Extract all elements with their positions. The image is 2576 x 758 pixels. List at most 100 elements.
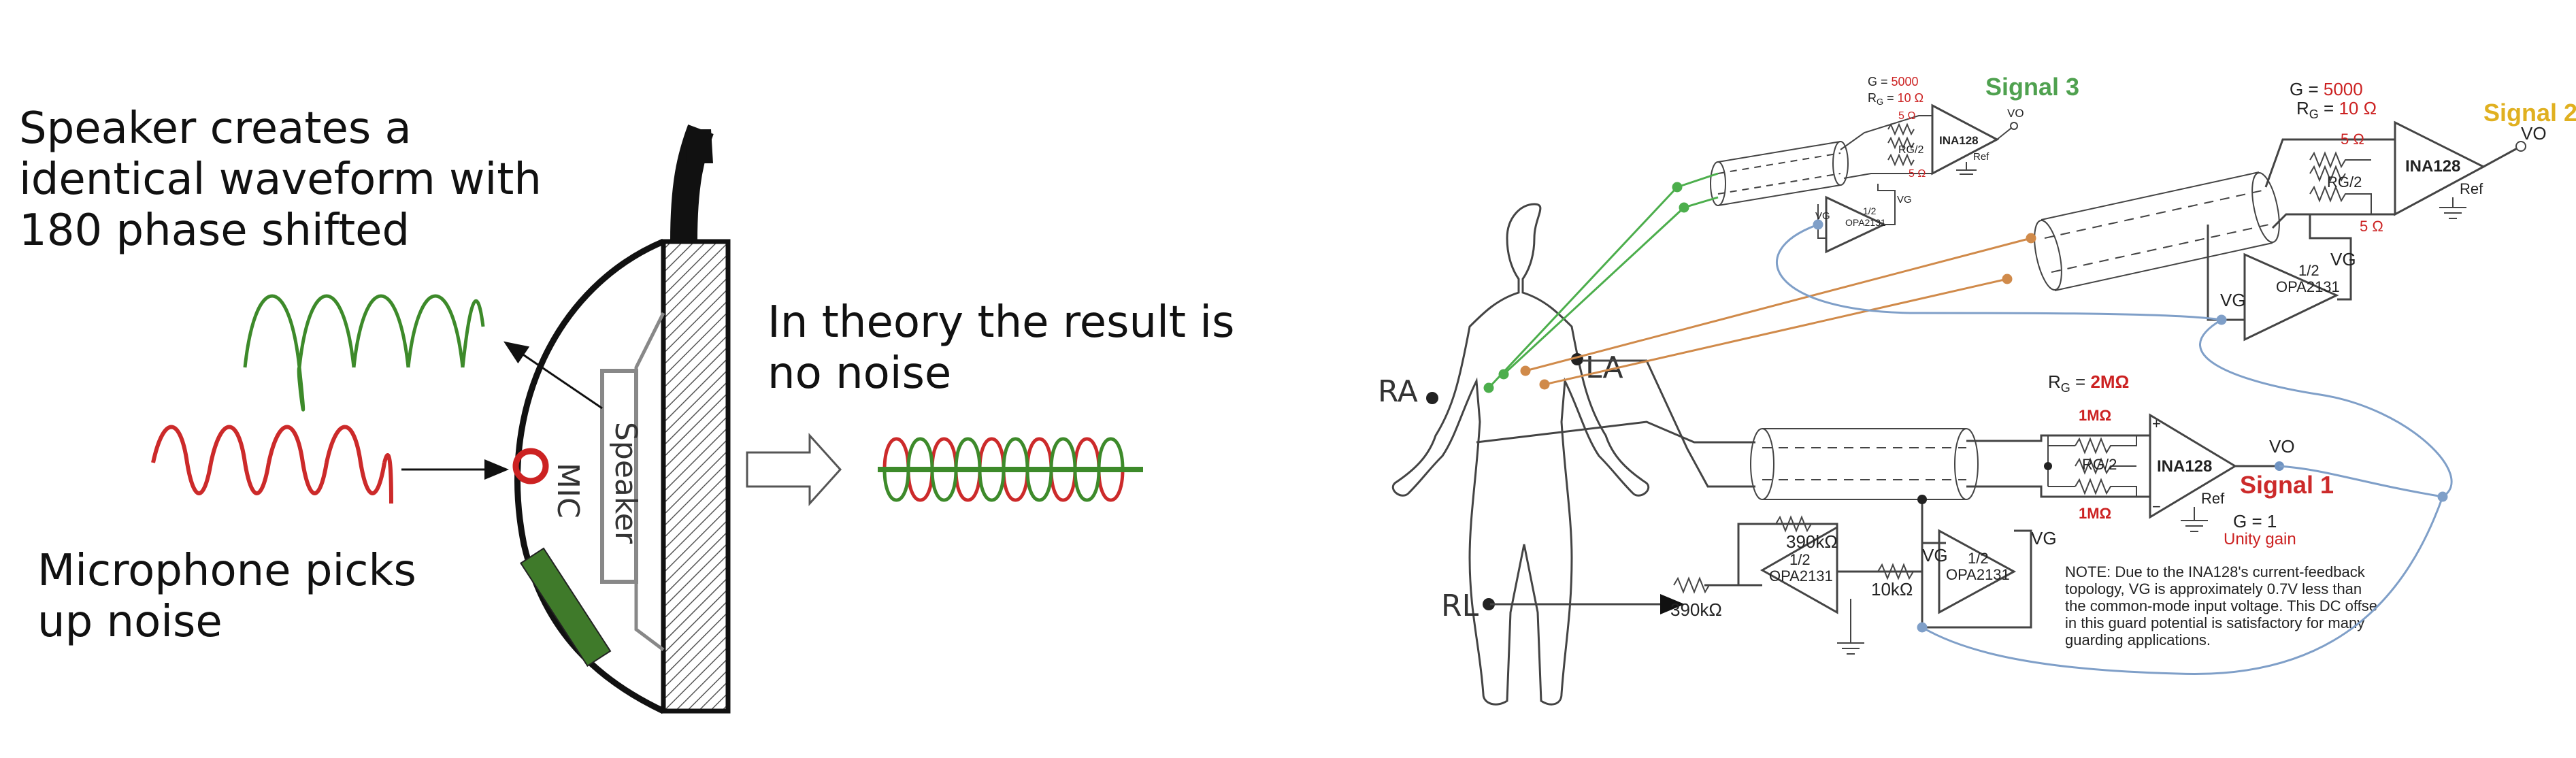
ra-electrode xyxy=(1426,392,1438,404)
la-lead-wire xyxy=(1582,359,1755,488)
rl-electrode xyxy=(1483,598,1495,610)
body-silhouette xyxy=(1392,203,1649,706)
signal2-r-top: 5 Ω xyxy=(2341,131,2364,148)
signal2-guard-wires xyxy=(2207,214,2352,321)
resistor-r2 xyxy=(1673,576,1710,594)
signal3-rg2: RG/2 xyxy=(1898,144,1923,156)
mic-label: MIC xyxy=(550,463,585,518)
signal3-input-wires xyxy=(1840,115,1932,179)
signal3-green-leads xyxy=(1483,172,1719,393)
speaker-output-arrow xyxy=(503,341,603,410)
signal1-label: Signal 1 xyxy=(2240,471,2334,499)
signal3-vg-out: VG xyxy=(1897,194,1912,205)
signal3-output-node xyxy=(2010,122,2018,130)
speaker-label: Speaker xyxy=(608,422,643,544)
signal3-r-bottom: 5 Ω xyxy=(1909,168,1926,180)
signal3-label: Signal 3 xyxy=(1985,73,2079,101)
signal2-output-wire xyxy=(2483,145,2522,168)
guard-vg: VG xyxy=(1922,545,1948,565)
speaker-body xyxy=(600,369,638,584)
mic-caption: Microphone picks up noise xyxy=(37,546,430,647)
signal3-vg: VG xyxy=(1815,210,1830,222)
rl-label: RL xyxy=(1441,589,1479,623)
signal2-guard-opamp xyxy=(2243,252,2339,342)
signal2-ref: Ref xyxy=(2460,180,2483,197)
ecg-circuit-panel: RA LA RL 1MΩ 1MΩ RG/2 RG = 2M xyxy=(1378,73,2576,706)
anti-noise-wave xyxy=(243,294,485,412)
resistor-r1 xyxy=(1775,515,1812,533)
guard-note: NOTE: Due to the INA128's current-feedba… xyxy=(2065,563,2381,648)
signal1-input-wires xyxy=(1966,434,2150,498)
signal2-output-node xyxy=(2515,141,2526,152)
signal2-shielded-cable xyxy=(2034,171,2280,291)
signal2-g: G = 5000 xyxy=(2290,79,2363,99)
signal3-ref: Ref xyxy=(1973,151,1989,163)
result-arrow xyxy=(746,433,842,506)
guard-wire xyxy=(1921,499,1946,627)
signal2-rg: RG = 10 Ω xyxy=(2296,98,2377,121)
cancelled-waves xyxy=(878,437,1143,502)
signal1-ref: Ref xyxy=(2201,490,2225,507)
signal2-label: Signal 2 xyxy=(2483,99,2576,127)
signal2-vg-out: VG xyxy=(2330,249,2356,269)
signal2-input-wires xyxy=(2264,138,2395,229)
signal3-guard-wires xyxy=(1817,184,1896,239)
signal2-orange-leads xyxy=(1520,233,2036,390)
signal2-chip: INA128 xyxy=(2405,157,2460,176)
signal1-r-top: 1MΩ xyxy=(2079,407,2111,424)
signal3-vo: VO xyxy=(2007,107,2024,120)
ra-label: RA xyxy=(1378,374,1418,409)
signal3-amplifier xyxy=(1931,103,2000,176)
signal3-rg: RG = 10 Ω xyxy=(1868,91,1923,107)
signal3-gain-network xyxy=(1887,122,1915,167)
guard-feedback xyxy=(1922,529,2032,629)
signal3-g: G = 5000 xyxy=(1868,75,1919,88)
signal1-shielded-cable xyxy=(1750,428,1979,500)
signal1-rg2: RG/2 xyxy=(2082,456,2117,473)
headband-plate xyxy=(661,239,731,714)
microphone-icon xyxy=(512,448,549,484)
anc-headphone-panel: Speaker creates a identical waveform wit… xyxy=(19,103,1249,714)
ear-cup-outline xyxy=(514,238,665,714)
signal1-gain-note: Unity gain xyxy=(2224,530,2296,548)
signal1-r-bottom: 1MΩ xyxy=(2079,505,2111,522)
rl-feedback xyxy=(1737,523,1878,585)
signal2-amplifier xyxy=(2394,120,2486,216)
signal3-chip: INA128 xyxy=(1939,134,1979,147)
signal1-minus: − xyxy=(2152,498,2161,515)
resistor-r3 xyxy=(1877,563,1914,580)
resistor-r2-label: 390kΩ xyxy=(1670,599,1722,620)
rl-opamp xyxy=(1760,525,1838,614)
signal3-r-top: 5 Ω xyxy=(1898,110,1915,122)
pcb-board xyxy=(520,547,612,667)
signal2-vo: VO xyxy=(2521,123,2547,144)
signal3-ground xyxy=(1956,162,1977,175)
blue-guard-wires xyxy=(1776,219,2453,676)
signal1-amplifier xyxy=(2149,413,2237,519)
signal1-ground xyxy=(2181,507,2208,532)
signal1-gain-network xyxy=(2044,435,2137,497)
signal1-vo: VO xyxy=(2269,436,2295,457)
ra-lead-wire xyxy=(1476,421,1755,444)
noise-wave xyxy=(151,425,393,504)
resistor-r1-label: 390kΩ xyxy=(1786,531,1838,552)
signal2-gain-network xyxy=(2309,151,2372,214)
signal1-rg-label: RG = 2MΩ xyxy=(2048,372,2129,395)
rl-ground xyxy=(1837,599,1864,655)
signal3-guard-opamp xyxy=(1825,195,1887,254)
speaker-caption: Speaker creates a identical waveform wit… xyxy=(19,103,555,256)
cable-tip xyxy=(686,129,713,163)
signal1-plus: + xyxy=(2152,415,2161,432)
resistor-r3-label: 10kΩ xyxy=(1871,579,1913,599)
guard-vg-out: VG xyxy=(2031,528,2057,548)
signal2-vg: VG xyxy=(2220,290,2246,310)
signal1-gain: G = 1 xyxy=(2233,511,2277,531)
signal2-rg2: RG/2 xyxy=(2327,174,2362,191)
result-caption: In theory the result is no noise xyxy=(767,297,1249,399)
signal2-r-bottom: 5 Ω xyxy=(2360,218,2383,235)
